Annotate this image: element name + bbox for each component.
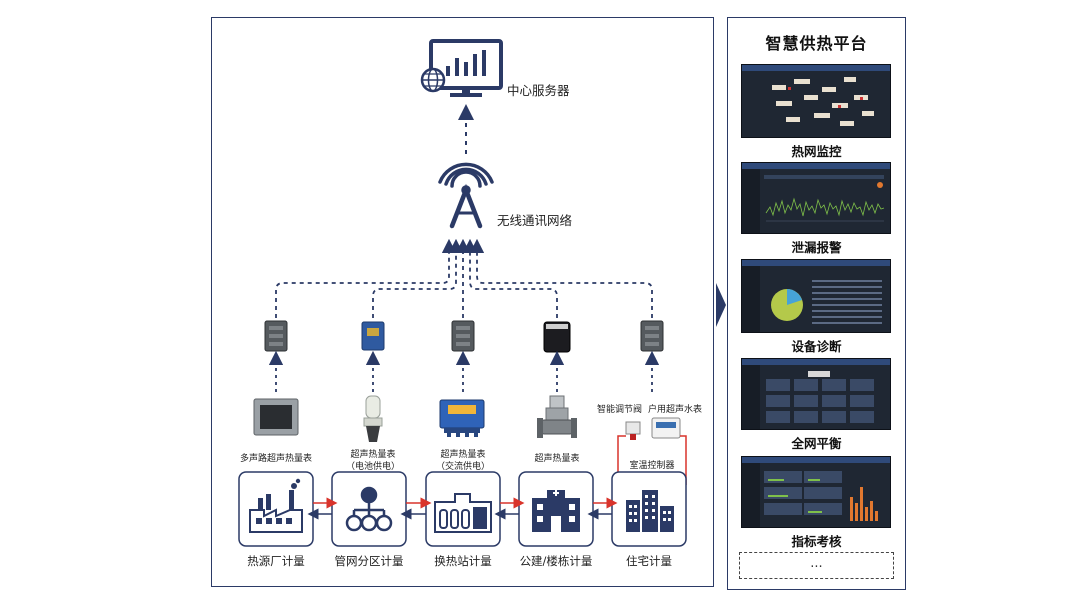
gateway-icon bbox=[451, 320, 475, 352]
water-meter-icon bbox=[651, 417, 681, 439]
heat-exchange-station-icon bbox=[434, 493, 492, 533]
meter-label-2: 超声热量表 bbox=[440, 450, 486, 460]
module-label-0: 热网监控 bbox=[791, 144, 842, 159]
server-label: 中心服务器 bbox=[507, 83, 570, 98]
multi-path-meter-icon bbox=[253, 398, 299, 436]
module-label-3: 全网平衡 bbox=[791, 436, 842, 451]
flow-arrow-icon bbox=[716, 283, 726, 327]
station-label-4: 住宅计量 bbox=[626, 554, 672, 568]
platform-panel bbox=[727, 17, 906, 590]
meter-sub-1: （电池供电） bbox=[345, 462, 401, 472]
station-label-0: 热源厂计量 bbox=[247, 554, 305, 568]
module-screenshot-balance[interactable] bbox=[741, 358, 891, 430]
public-building-icon bbox=[532, 490, 580, 532]
gateway-devices bbox=[264, 320, 664, 353]
water-meter-label: 户用超声水表 bbox=[648, 405, 703, 415]
meter-label-0: 多声路超声热量表 bbox=[239, 454, 313, 464]
station-boxes bbox=[238, 471, 687, 547]
module-label-4: 指标考核 bbox=[791, 534, 842, 549]
station-label-3: 公建/楼栋计量 bbox=[519, 554, 593, 568]
battery-meter-icon bbox=[363, 395, 383, 442]
module-screenshot-diagnosis[interactable] bbox=[741, 259, 891, 333]
platform-title: 智慧供热平台 bbox=[765, 34, 868, 53]
module-screenshot-indicators[interactable] bbox=[741, 456, 891, 528]
smart-valve-icon bbox=[625, 421, 641, 440]
station-label-2: 换热站计量 bbox=[434, 554, 492, 568]
module-screenshot-monitor[interactable] bbox=[741, 64, 891, 138]
meter-label-3: 超声热量表 bbox=[534, 454, 580, 464]
factory-icon bbox=[249, 478, 303, 533]
gateway-icon bbox=[361, 321, 385, 351]
network-label: 无线通讯网络 bbox=[497, 213, 573, 228]
residential-device-links bbox=[617, 435, 687, 485]
pipe-meter-icon bbox=[537, 395, 577, 438]
controller-label: 室温控制器 bbox=[629, 461, 675, 471]
residential-building-icon bbox=[626, 490, 674, 532]
server-monitor-icon bbox=[420, 39, 503, 97]
valve-label: 智能调节阀 bbox=[597, 405, 643, 415]
pipe-connections bbox=[307, 497, 618, 520]
meter-uplinks bbox=[268, 350, 660, 392]
module-screenshot-leak[interactable] bbox=[741, 162, 891, 234]
more-modules-button[interactable]: ... bbox=[739, 552, 894, 579]
gateway-icon bbox=[543, 321, 571, 353]
ac-meter-icon bbox=[439, 399, 485, 437]
gateway-icon bbox=[264, 320, 288, 352]
wireless-tower-icon bbox=[438, 162, 494, 229]
module-label-1: 泄漏报警 bbox=[791, 240, 842, 255]
meter-sub-2: （交流供电） bbox=[435, 462, 491, 472]
system-diagram-panel bbox=[211, 17, 714, 587]
meter-label-1: 超声热量表 bbox=[350, 450, 396, 460]
gateway-uplinks bbox=[275, 238, 653, 318]
network-zone-icon bbox=[345, 486, 393, 532]
gateway-icon bbox=[640, 320, 664, 352]
module-label-2: 设备诊断 bbox=[791, 339, 842, 354]
station-label-1: 管网分区计量 bbox=[334, 554, 404, 568]
